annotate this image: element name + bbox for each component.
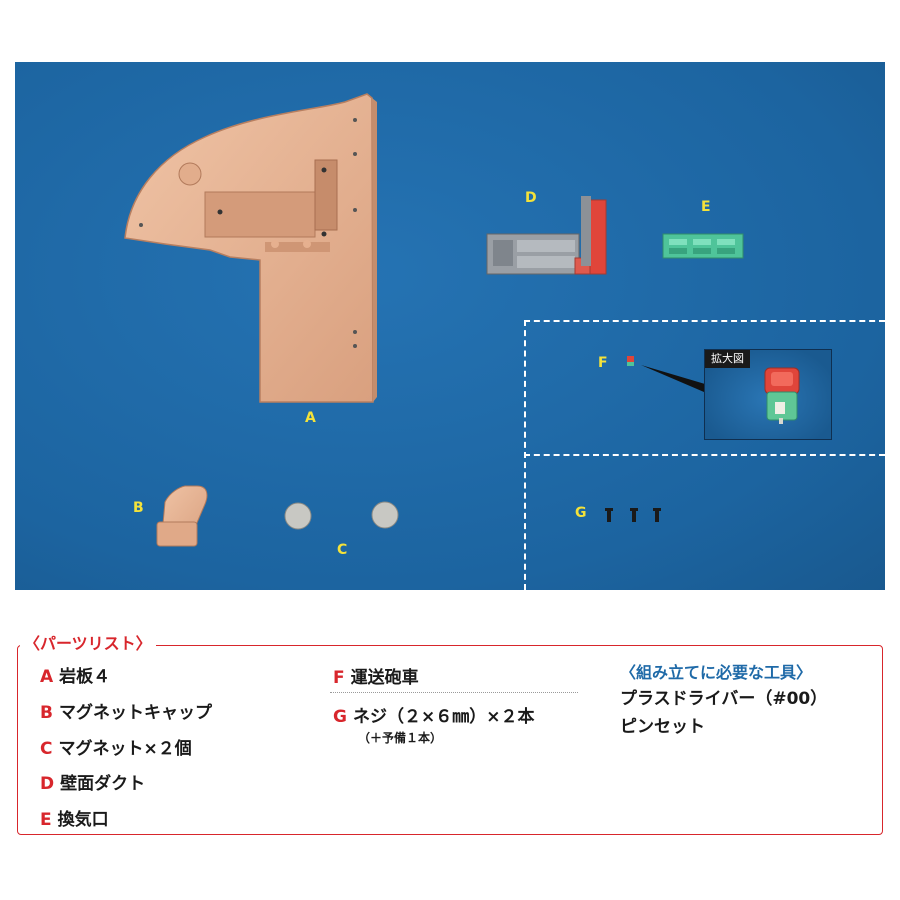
zoom-pointer bbox=[641, 365, 705, 392]
label-c: C bbox=[337, 542, 348, 558]
parts-list-letter: A bbox=[40, 667, 54, 687]
label-e: E bbox=[701, 199, 711, 215]
parts-list-name: マグネット×２個 bbox=[58, 739, 192, 759]
parts-list-letter: D bbox=[40, 774, 55, 794]
label-d: D bbox=[525, 190, 537, 206]
parts-illustration bbox=[124, 93, 744, 547]
parts-list-dotted-divider bbox=[330, 692, 578, 693]
label-a: A bbox=[305, 410, 316, 426]
part-b-magnet-cap bbox=[156, 485, 208, 547]
parts-list-name: 壁面ダクト bbox=[60, 774, 146, 794]
zoom-title: 拡大図 bbox=[705, 350, 750, 368]
parts-list-letter: F bbox=[333, 668, 345, 688]
divider-dashed-top bbox=[524, 320, 885, 322]
part-e-vent bbox=[662, 233, 744, 259]
parts-list-name: 岩板４ bbox=[59, 667, 111, 687]
tool-item-tweezers: ピンセット bbox=[620, 717, 705, 737]
parts-list-item-g-note: （＋予備１本） bbox=[358, 731, 443, 745]
parts-list-name: ネジ（２×６㎜）×２本 bbox=[352, 707, 535, 727]
part-a-rock-plate bbox=[124, 93, 377, 403]
part-f-cart bbox=[627, 356, 634, 366]
tools-title: 〈組み立てに必要な工具〉 bbox=[620, 663, 813, 682]
zoom-cart-illustration bbox=[764, 367, 800, 424]
parts-list-letter: G bbox=[333, 707, 347, 727]
divider-dashed-middle bbox=[524, 454, 885, 456]
parts-list-letter: C bbox=[40, 739, 53, 759]
parts-list-name: 運送砲車 bbox=[350, 668, 419, 688]
parts-list-letter: E bbox=[40, 810, 52, 830]
label-g: G bbox=[575, 505, 587, 521]
part-g-screws bbox=[605, 508, 661, 522]
tool-item-screwdriver: プラスドライバー（#00） bbox=[620, 689, 828, 709]
label-b: B bbox=[133, 500, 144, 516]
zoom-inset: 拡大図 bbox=[704, 349, 832, 440]
parts-list-title: 〈パーツリスト〉 bbox=[20, 632, 156, 656]
part-d-wall-duct bbox=[486, 196, 607, 275]
parts-list-name: 換気口 bbox=[57, 810, 109, 830]
label-f: F bbox=[598, 355, 608, 371]
part-c-magnets bbox=[284, 501, 399, 530]
parts-list-letter: B bbox=[40, 703, 53, 723]
parts-list-box bbox=[17, 645, 883, 835]
parts-list-name: マグネットキャップ bbox=[58, 703, 212, 723]
parts-photo: 拡大図 A B C D E F G bbox=[15, 62, 885, 590]
